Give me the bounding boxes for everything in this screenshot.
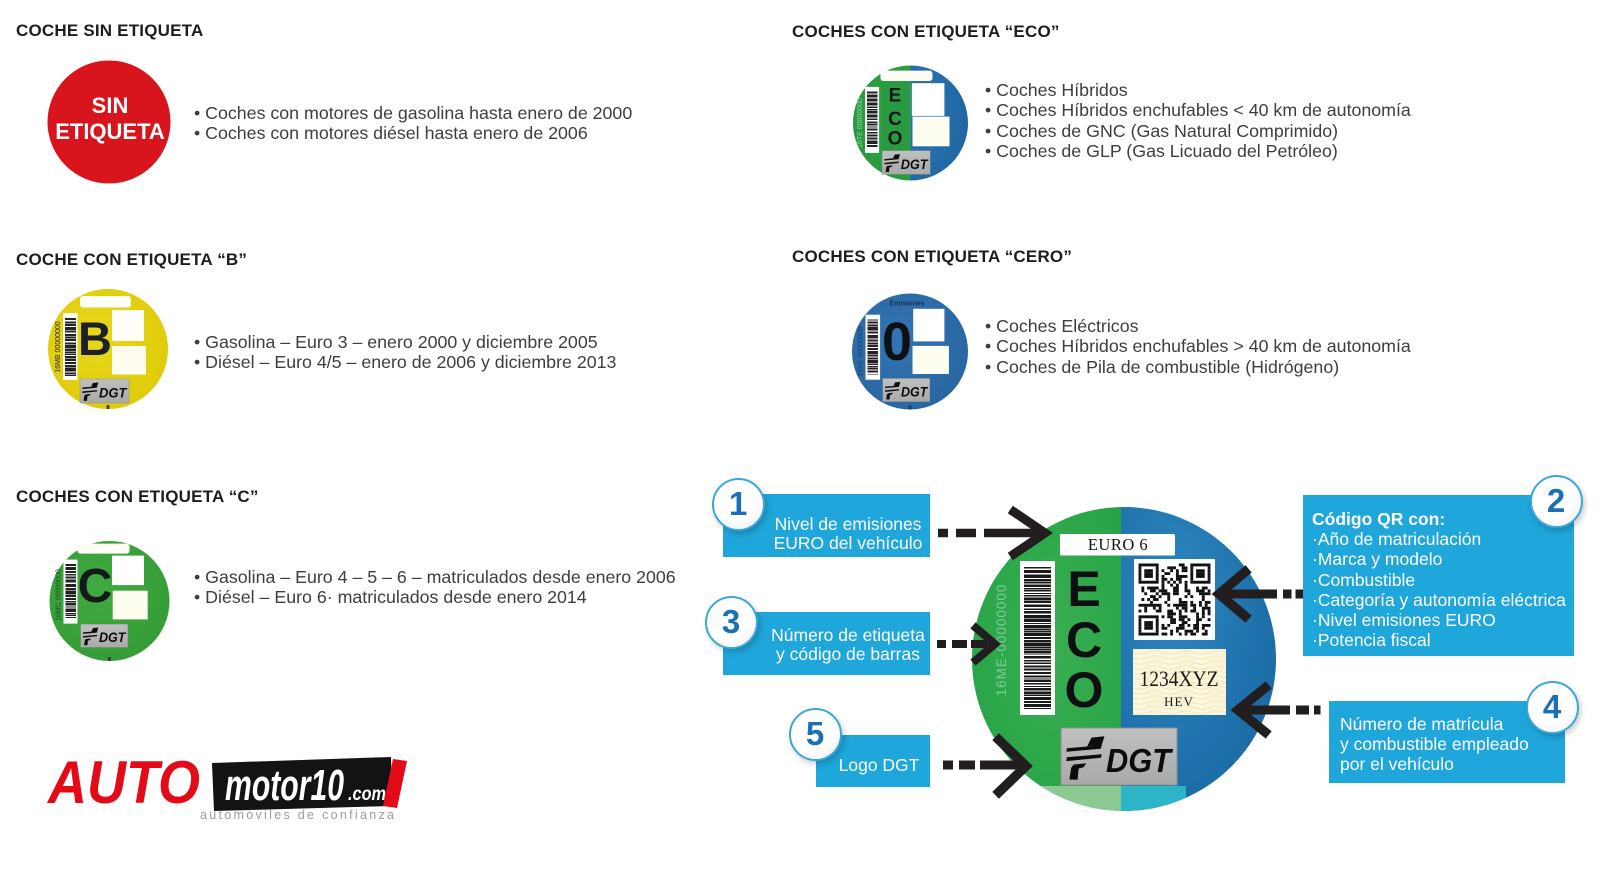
- svg-text:16MC 00000000: 16MC 00000000: [56, 569, 63, 621]
- svg-text:C: C: [1066, 612, 1102, 668]
- svg-text:1234XYZ: 1234XYZ: [1140, 666, 1219, 691]
- svg-text:automóviles de confianza: automóviles de confianza: [200, 808, 394, 822]
- svg-text:HEV: HEV: [1164, 694, 1194, 709]
- svg-text:16MB 00000000: 16MB 00000000: [55, 321, 62, 372]
- svg-text:C: C: [78, 560, 113, 613]
- svg-text:O: O: [888, 129, 903, 150]
- svg-text:16VE 00000000: 16VE 00000000: [858, 326, 865, 376]
- svg-text:AUTO: AUTO: [46, 749, 200, 816]
- svg-text:SIN: SIN: [92, 93, 129, 118]
- svg-text:.com: .com: [348, 784, 386, 805]
- svg-text:motor10: motor10: [225, 761, 344, 810]
- svg-text:16ME-00000000: 16ME-00000000: [994, 584, 1009, 697]
- svg-text:0: 0: [882, 312, 912, 372]
- svg-text:C: C: [888, 109, 902, 130]
- svg-text:16TE 00000000: 16TE 00000000: [857, 98, 864, 148]
- svg-text:E: E: [1067, 561, 1100, 617]
- svg-text:ETIQUETA: ETIQUETA: [55, 119, 165, 144]
- svg-text:B: B: [78, 312, 112, 365]
- svg-text:E: E: [889, 86, 902, 107]
- svg-text:O: O: [1065, 662, 1104, 718]
- svg-text:EURO 6: EURO 6: [1088, 535, 1148, 554]
- svg-text:Emisiones: Emisiones: [889, 301, 924, 308]
